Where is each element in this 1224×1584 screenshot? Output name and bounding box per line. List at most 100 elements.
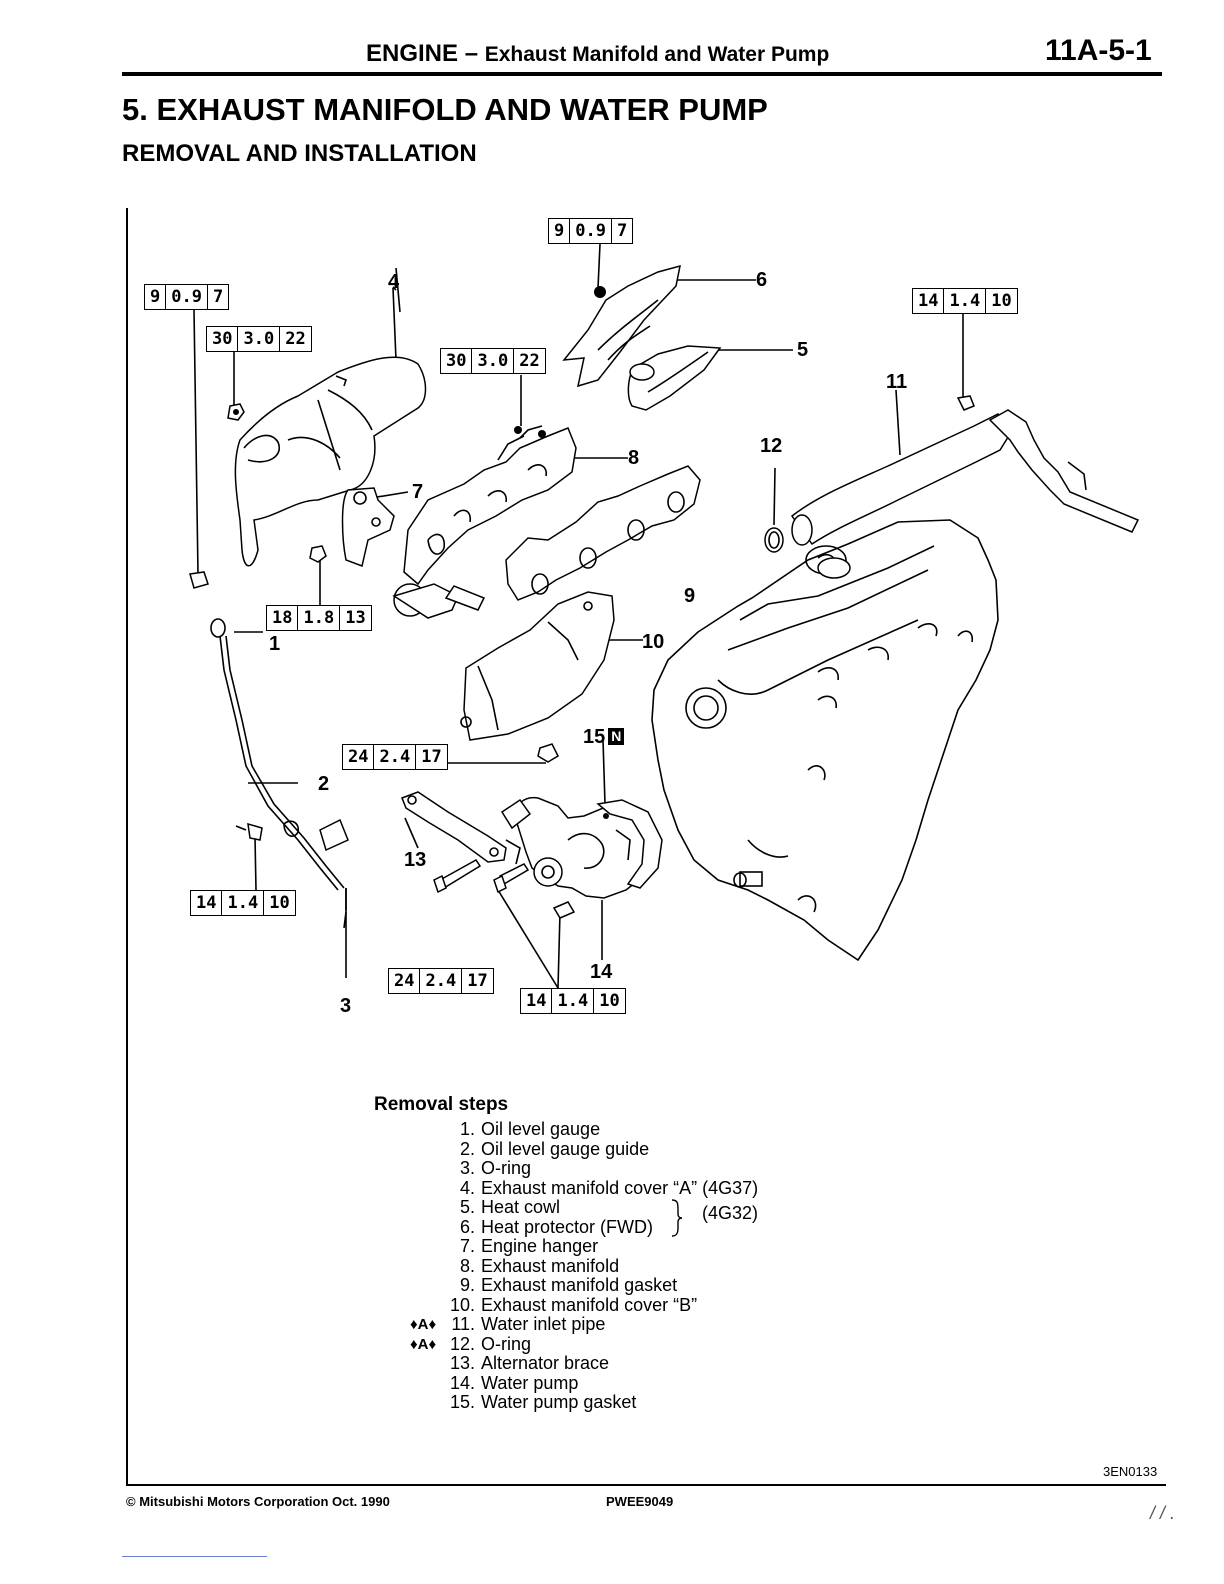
callout-7: 7 xyxy=(412,481,424,503)
torque-nm: 24 xyxy=(389,969,421,993)
torque-ftlbs: 7 xyxy=(212,287,224,307)
callout-12: 12 xyxy=(760,435,783,457)
torque-spec-box: 30 3.0 22 xyxy=(440,348,546,374)
list-item: 2. Oil level gauge guide xyxy=(400,1138,758,1160)
oil-level-gauge xyxy=(210,618,349,929)
step-text: Oil level gauge xyxy=(481,1119,601,1139)
step-text: Oil level gauge guide xyxy=(481,1138,650,1159)
callout-11: 11 xyxy=(886,371,908,393)
step-number: 4. xyxy=(459,1177,475,1198)
list-item: 7.Engine hanger xyxy=(400,1236,758,1257)
callout-4: 4 xyxy=(388,271,400,293)
step-number: 9. xyxy=(459,1275,475,1295)
torque-kgm: 0.9 xyxy=(166,285,208,309)
callout-5: 5 xyxy=(797,339,809,361)
exhaust-manifold-cover-a xyxy=(234,356,427,567)
torque-kgm: 1.4 xyxy=(222,891,265,915)
torque-kgm: 3.0 xyxy=(238,327,281,351)
torque-ftlbs: 7 xyxy=(616,221,628,241)
water-inlet-pipe xyxy=(790,395,1140,546)
step-number: 15. xyxy=(449,1392,475,1412)
bolt-guide xyxy=(235,822,263,841)
footer-copyright: © Mitsubishi Motors Corporation Oct. 199… xyxy=(126,1494,390,1509)
nut-hanger xyxy=(309,545,327,563)
callout-14: 14 xyxy=(590,961,613,983)
footer-publication-code: PWEE9049 xyxy=(606,1494,674,1509)
callout-13: 13 xyxy=(404,849,427,871)
torque-kgm: 3.0 xyxy=(472,349,515,373)
o-ring-12 xyxy=(764,527,784,553)
step-number: 14. xyxy=(449,1372,475,1393)
frame-bottom-rule xyxy=(126,1484,1166,1486)
step-text: Heat cowl xyxy=(481,1197,561,1217)
torque-nm: 9 xyxy=(549,219,571,243)
bolt-inlet-pipe xyxy=(956,395,975,411)
callout-10: 10 xyxy=(642,631,665,653)
torque-nm: 14 xyxy=(521,989,553,1013)
list-item: 15.Water pump gasket xyxy=(400,1392,758,1413)
step-text: Exhaust manifold xyxy=(481,1255,620,1276)
list-item: 1. Oil level gauge xyxy=(400,1119,758,1140)
exhaust-manifold-cover-b xyxy=(460,591,615,763)
torque-spec-box: 9 0.9 7 xyxy=(144,284,230,310)
step-number: 10. xyxy=(449,1294,475,1315)
list-item: 5. Heat cowl xyxy=(400,1197,758,1218)
torque-kgm: 2.4 xyxy=(374,745,417,769)
list-item: 13.Alternator brace xyxy=(400,1353,758,1374)
list-item: 3. O-ring xyxy=(400,1158,758,1179)
step-text: O-ring xyxy=(481,1158,532,1178)
callout-9: 9 xyxy=(684,585,696,607)
step-number: 1. xyxy=(459,1119,475,1139)
header-subtitle: Exhaust Manifold and Water Pump xyxy=(484,43,830,66)
torque-spec-box: 30 3.0 22 xyxy=(206,326,312,352)
torque-ftlbs: 22 xyxy=(285,329,306,349)
step-text: Exhaust manifold cover “A” (4G37) xyxy=(481,1177,759,1198)
torque-nm: 14 xyxy=(191,891,223,915)
step-number: 3. xyxy=(459,1158,475,1178)
list-item: 14. Water pump xyxy=(400,1372,758,1394)
header-title: ENGINE – Exhaust Manifold and Water Pump xyxy=(366,40,829,68)
callout-2: 2 xyxy=(318,773,330,795)
step-number: 7. xyxy=(459,1236,475,1256)
torque-nm: 30 xyxy=(441,349,473,373)
list-item: 8.Exhaust manifold xyxy=(400,1255,758,1277)
engine-block xyxy=(651,519,999,962)
step-brace xyxy=(671,1199,683,1237)
removal-steps-list: 1. Oil level gauge 2. Oil level gauge guid… xyxy=(400,1119,759,1413)
water-pump-bolts xyxy=(433,859,576,919)
removal-steps-heading: Removal steps xyxy=(374,1094,509,1115)
water-pump-gasket xyxy=(596,799,663,889)
list-item: ♦A♦12.O-ring xyxy=(400,1334,758,1355)
torque-nm: 9 xyxy=(145,285,167,309)
torque-ftlbs: 10 xyxy=(269,893,290,913)
alternator-brace xyxy=(401,791,521,865)
torque-kgm: 2.4 xyxy=(420,969,463,993)
step-number: 6. xyxy=(459,1216,475,1237)
section-subtitle: REMOVAL AND INSTALLATION xyxy=(122,140,477,167)
torque-nm: 14 xyxy=(913,289,945,313)
list-item: ♦A♦11.Water inlet pipe xyxy=(400,1314,758,1335)
step-text: Heat protector (FWD) xyxy=(481,1216,654,1237)
torque-nm: 18 xyxy=(267,606,299,630)
torque-ftlbs: 17 xyxy=(467,971,488,991)
water-pump xyxy=(500,796,653,899)
torque-kgm: 1.4 xyxy=(552,989,595,1013)
callout-1: 1 xyxy=(269,633,281,655)
step-text: Water pump xyxy=(481,1372,579,1393)
callout-15-number: 15 xyxy=(583,726,606,748)
callout-3: 3 xyxy=(340,995,352,1017)
list-item: 10.Exhaust manifold cover “B” xyxy=(400,1294,758,1316)
leader-lines xyxy=(193,243,964,989)
torque-ftlbs: 10 xyxy=(599,991,620,1011)
exploded-diagram: 9 0.9 7 9 0.9 7 30 3.0 22 30 3.0 22 14 1… xyxy=(128,200,1168,1080)
step-mark: ♦A♦ xyxy=(410,1316,437,1333)
exhaust-manifold xyxy=(392,425,577,619)
step-text: Exhaust manifold gasket xyxy=(481,1275,678,1295)
torque-spec-box: 24 2.4 17 xyxy=(342,744,448,770)
step-number: 2. xyxy=(459,1138,475,1159)
list-item: 6. Heat protector (FWD) xyxy=(400,1216,758,1238)
handwritten-page-mark: / / . xyxy=(1150,1503,1176,1523)
oil-filler-cap xyxy=(817,557,851,579)
exhaust-manifold-gasket xyxy=(505,465,701,601)
step-number: 5. xyxy=(459,1197,475,1217)
